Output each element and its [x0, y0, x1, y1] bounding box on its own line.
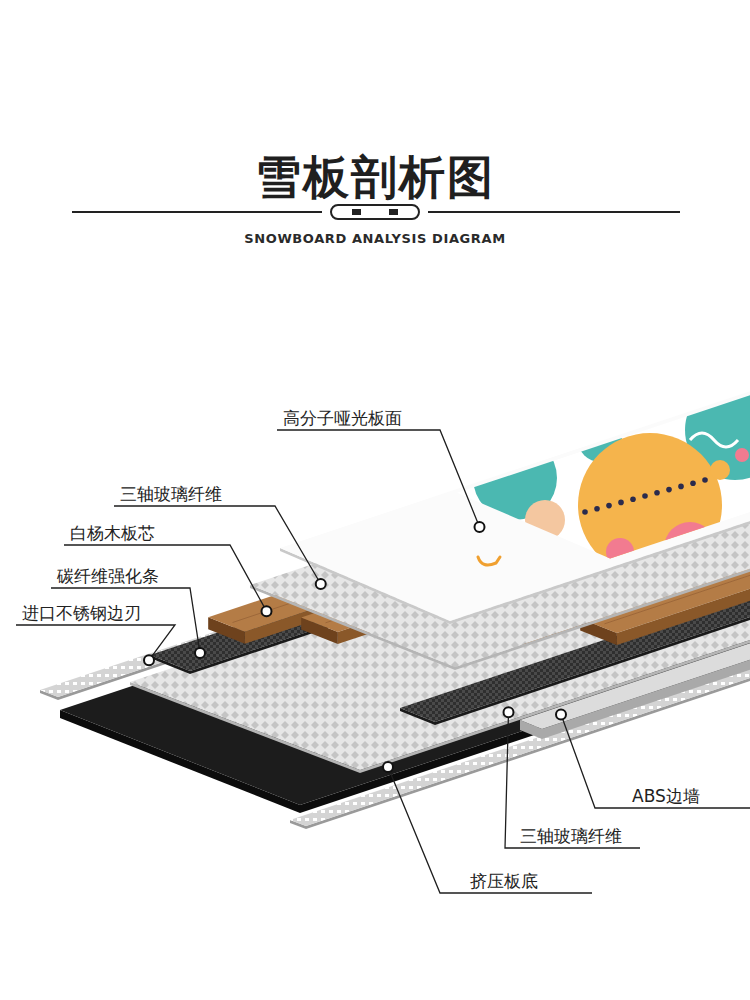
graphic-dot — [594, 506, 600, 512]
callout-dot — [262, 606, 272, 616]
graphic-dot — [678, 484, 684, 490]
leader-line — [505, 712, 640, 848]
leader-line — [277, 430, 480, 527]
graphic-blob — [578, 433, 722, 577]
callout-dot — [475, 522, 485, 532]
callout-dot — [556, 710, 566, 720]
graphic-dot — [642, 493, 648, 499]
snowboard-icon — [331, 205, 419, 219]
callout-dot — [144, 655, 154, 665]
part-label: 白杨木板芯 — [70, 523, 155, 543]
graphic-dot — [630, 496, 636, 502]
title-rule — [72, 211, 322, 213]
part-label: 碳纤维强化条 — [57, 566, 159, 586]
binding-icon — [352, 209, 361, 215]
part-label: 挤压板底 — [470, 871, 538, 891]
graphic-dot — [618, 500, 624, 506]
graphic-blob — [735, 448, 749, 462]
graphic-blob — [525, 500, 565, 540]
topsheet — [280, 281, 750, 621]
callout-dot — [504, 707, 514, 717]
callout-dot — [195, 648, 205, 658]
graphic-dot — [606, 503, 612, 509]
part-label: ABS边墙 — [632, 786, 700, 806]
subtitle: SNOWBOARD ANALYSIS DIAGRAM — [244, 231, 505, 247]
binding-icon — [389, 209, 398, 215]
graphic-dot — [654, 490, 660, 496]
glass-fiber-layer — [250, 318, 750, 667]
graphic-dot — [702, 477, 708, 483]
graphic-squiggle — [478, 557, 500, 565]
print-ground — [430, 380, 750, 580]
topsheet-graphic — [430, 380, 750, 580]
graphic-dot — [666, 487, 672, 493]
title: 雪板剖析图 — [255, 150, 495, 205]
graphic-blob — [606, 538, 634, 566]
graphic-blob — [710, 460, 730, 480]
graphic-squiggle — [690, 433, 738, 447]
callout-dot — [383, 762, 393, 772]
title-rule — [428, 211, 680, 213]
part-label: 三轴玻璃纤维 — [120, 484, 222, 504]
part-label: 高分子哑光板面 — [283, 408, 402, 428]
part-label: 三轴玻璃纤维 — [520, 826, 622, 846]
graphic-blob — [664, 522, 716, 574]
part-label: 进口不锈钢边刃 — [22, 603, 141, 623]
graphic-dot — [582, 509, 588, 515]
callout-dot — [316, 579, 326, 589]
graphic-blob — [454, 504, 486, 536]
leader-line — [561, 715, 750, 809]
graphic-dot — [690, 480, 696, 486]
